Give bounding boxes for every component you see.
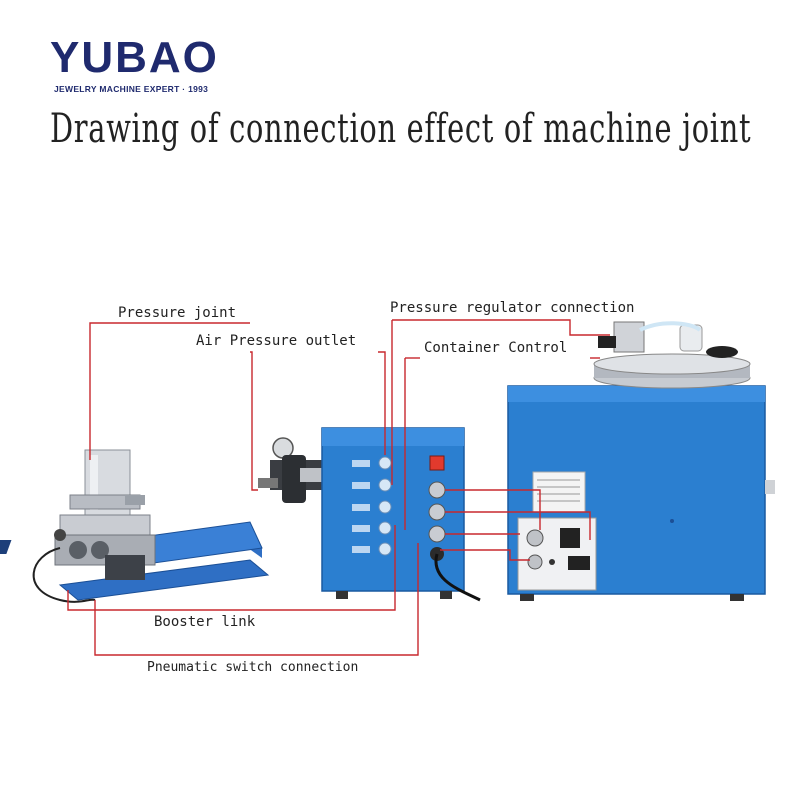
- label-air-pressure-outlet: Air Pressure outlet: [196, 333, 356, 349]
- label-pressure-joint: Pressure joint: [118, 305, 236, 321]
- label-pneumatic-switch-connection: Pneumatic switch connection: [147, 660, 358, 675]
- label-pressure-regulator-connection: Pressure regulator connection: [390, 300, 634, 316]
- label-booster-link: Booster link: [154, 614, 255, 630]
- label-container-control: Container Control: [424, 340, 567, 356]
- booster-device: [0, 450, 268, 602]
- control-box: [258, 428, 480, 600]
- container-machine: [508, 322, 775, 601]
